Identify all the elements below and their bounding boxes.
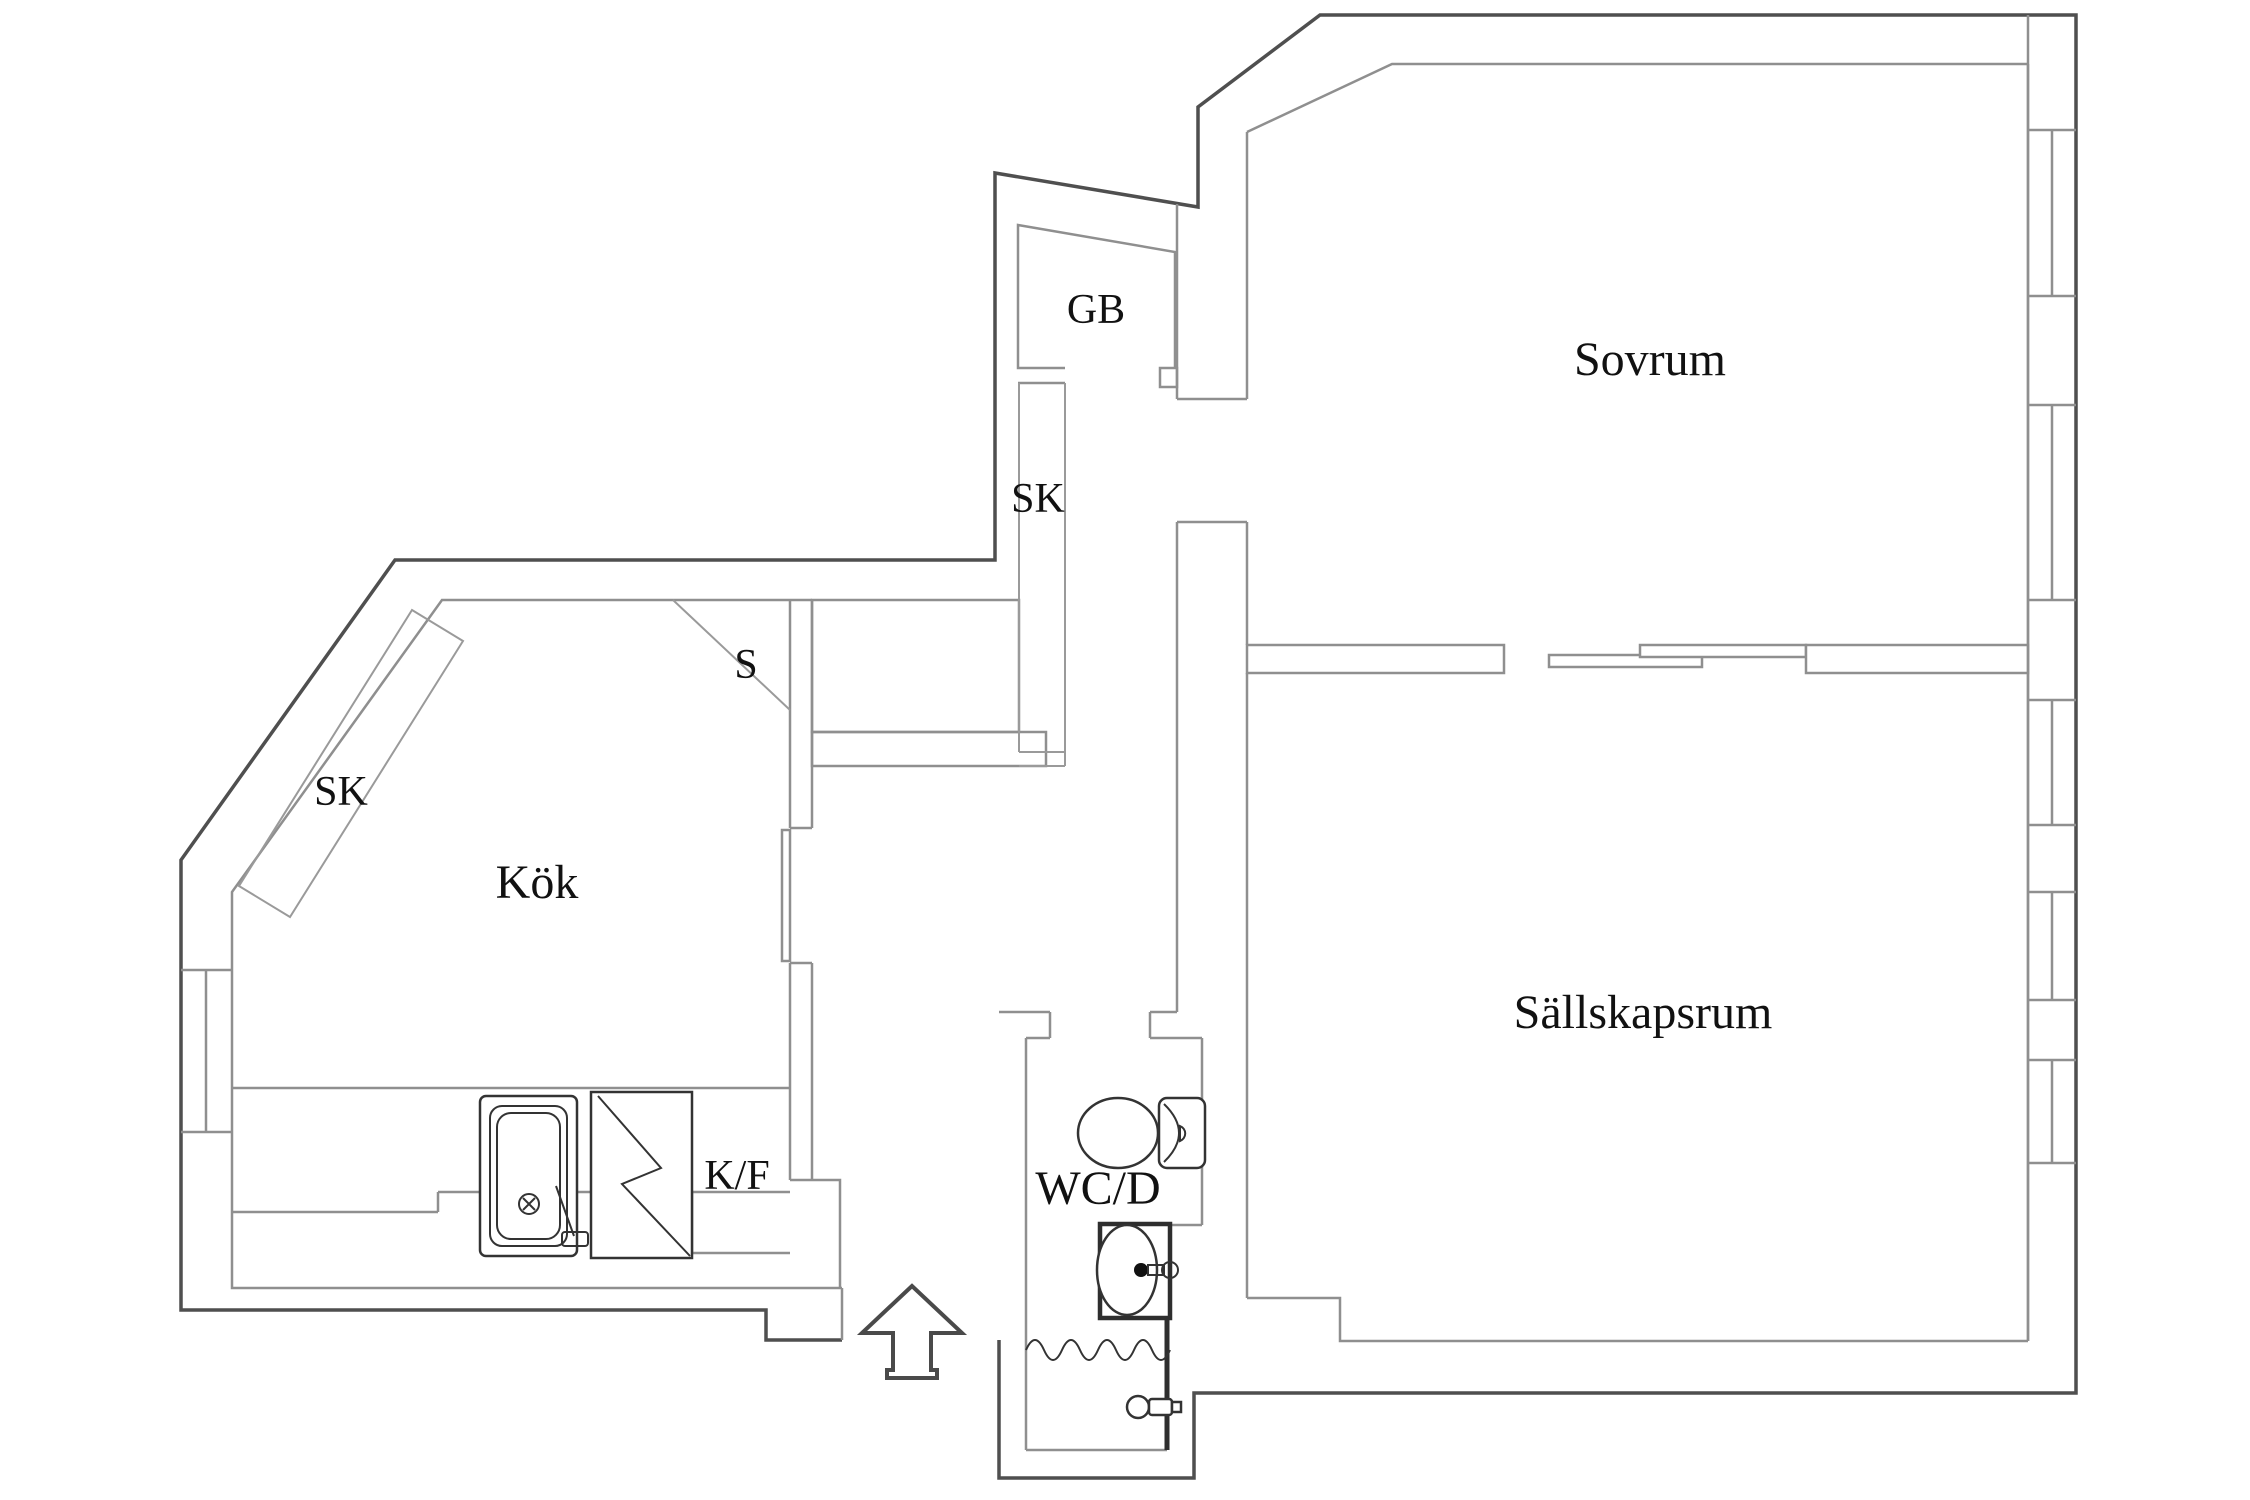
stove [589,1090,694,1260]
hall-wall-stub [810,730,1048,768]
shaft-wall [1175,132,1249,401]
label-wcd: WC/D [1035,1162,1160,1215]
room-divider-sliding-door [1245,643,2030,675]
hall-column-wall [1175,520,1249,1298]
kitchen-door-leaf [780,828,792,963]
hall-closet [810,598,1021,734]
exterior-wall-outline [179,13,2078,1480]
toilet [1076,1096,1207,1170]
label-gb: GB [1067,287,1125,333]
pantry-corner-wall [672,599,791,711]
sovrum-walls [1246,62,2030,1341]
label-sallskapsrum: Sällskapsrum [1514,986,1773,1039]
shower-curtain [1025,1339,1171,1361]
kitchen-sink [478,1094,589,1258]
left-wall-window [181,968,232,1134]
label-sk-kok: SK [314,769,368,815]
kitchen-right-wall-lower [788,961,814,1182]
kitchen-right-wall-upper [788,600,814,830]
label-kok: Kök [496,856,579,909]
label-sovrum: Sovrum [1574,333,1726,386]
kitchen-sk-closet [237,608,465,919]
shower-mixer [1125,1394,1183,1420]
basin-tap [1134,1263,1148,1277]
label-pantry-s: S [734,642,757,688]
sliding-door-panel-upper [1638,643,1808,659]
sallskapsrum-inner-wall [1247,1296,2028,1343]
kitchen-inner-wall [230,598,842,1290]
entry-nook-wall [812,1178,842,1288]
washbasin [1095,1221,1179,1321]
right-wall-windows [2026,15,2076,1341]
entry-arrow [856,1283,968,1380]
label-kf: K/F [704,1153,769,1199]
hall-sk-closet [1018,383,1066,767]
label-sk-hall: SK [1011,476,1065,522]
gb-door-jamb [1158,366,1179,389]
